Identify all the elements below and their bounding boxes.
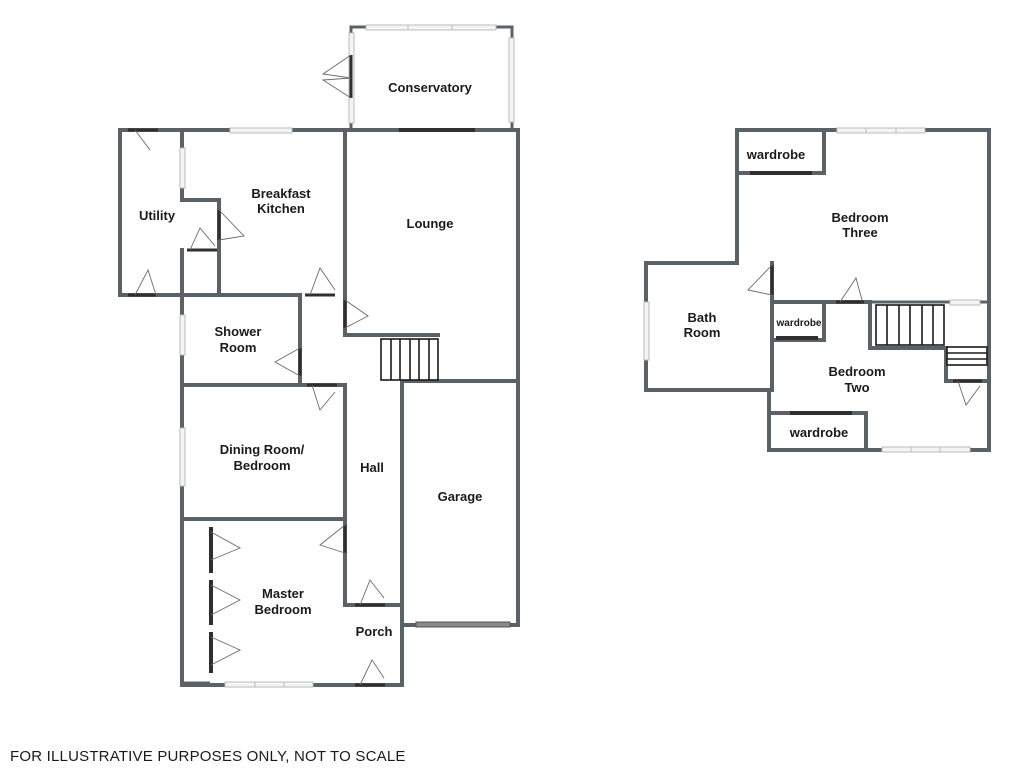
stairs-ground	[380, 338, 439, 381]
bedroom-three-label-2: Three	[842, 225, 877, 240]
wardrobe-top-label: wardrobe	[746, 147, 806, 162]
bath-room-label-1: Bath	[688, 310, 717, 325]
master-bedroom-label-1: Master	[262, 586, 304, 601]
bedroom-three-label-1: Bedroom	[831, 210, 888, 225]
conservatory-label: Conservatory	[388, 80, 473, 95]
bedroom-two-label-2: Two	[844, 380, 869, 395]
wardrobe-small-label: wardrobe	[775, 318, 821, 329]
shower-room-label-2: Room	[220, 340, 257, 355]
shower-room-label-1: Shower	[215, 324, 262, 339]
disclaimer-text: FOR ILLUSTRATIVE PURPOSES ONLY, NOT TO S…	[10, 748, 406, 765]
breakfast-kitchen-label-2: Kitchen	[257, 201, 305, 216]
first-floor: wardrobe Bedroom Three Bath Room wardrob…	[643, 127, 991, 453]
porch-label: Porch	[356, 624, 393, 639]
breakfast-kitchen-label-1: Breakfast	[251, 186, 311, 201]
bedroom-two-label-1: Bedroom	[828, 364, 885, 379]
lounge-label: Lounge	[407, 216, 454, 231]
ground-floor: Conservatory Breakfast Kitchen Utility L…	[118, 24, 520, 688]
garage-label: Garage	[438, 489, 483, 504]
hall-label: Hall	[360, 460, 384, 475]
dining-room-label-1: Dining Room/	[220, 442, 305, 457]
bath-room-label-2: Room	[684, 325, 721, 340]
dining-room-label-2: Bedroom	[233, 458, 290, 473]
master-bedroom-label-2: Bedroom	[254, 602, 311, 617]
stairs-first	[875, 304, 988, 366]
wardrobe-bottom-label: wardrobe	[789, 425, 849, 440]
conservatory-room	[321, 24, 515, 130]
utility-label: Utility	[139, 208, 176, 223]
